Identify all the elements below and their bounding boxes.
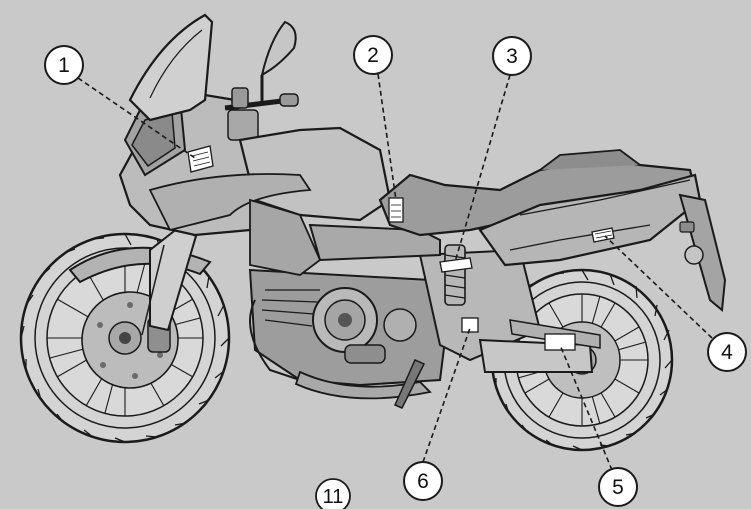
side-stand (394, 359, 426, 409)
svg-text:2: 2 (367, 44, 379, 67)
svg-text:6: 6 (417, 470, 429, 493)
rear-shock (444, 244, 466, 306)
svg-text:5: 5 (612, 476, 624, 499)
label-patch-3 (439, 257, 473, 273)
turn-signal (684, 245, 704, 265)
label-patches (187, 145, 615, 351)
engine (248, 268, 452, 387)
svg-text:11: 11 (323, 486, 344, 508)
svg-text:1: 1 (58, 54, 70, 77)
callout-2: 2 (353, 35, 393, 75)
svg-text:4: 4 (721, 341, 733, 364)
handlebar (224, 87, 299, 141)
callout-6: 6 (403, 461, 443, 501)
callout-3: 3 (492, 36, 532, 76)
exhaust-pipe (294, 370, 432, 400)
callout-5: 5 (598, 467, 638, 507)
callout-1: 1 (44, 45, 84, 85)
svg-text:3: 3 (506, 45, 518, 68)
page-number: 11 (315, 478, 351, 509)
callout-leaders (77, 73, 713, 471)
label-patch-5 (544, 333, 576, 351)
label-patch-2 (388, 197, 404, 223)
fairing-side-stripe (148, 173, 312, 232)
label-patch-6 (461, 317, 479, 333)
mirror (260, 20, 297, 105)
seat (378, 158, 697, 237)
windscreen (128, 13, 214, 122)
callout-4: 4 (707, 332, 747, 372)
